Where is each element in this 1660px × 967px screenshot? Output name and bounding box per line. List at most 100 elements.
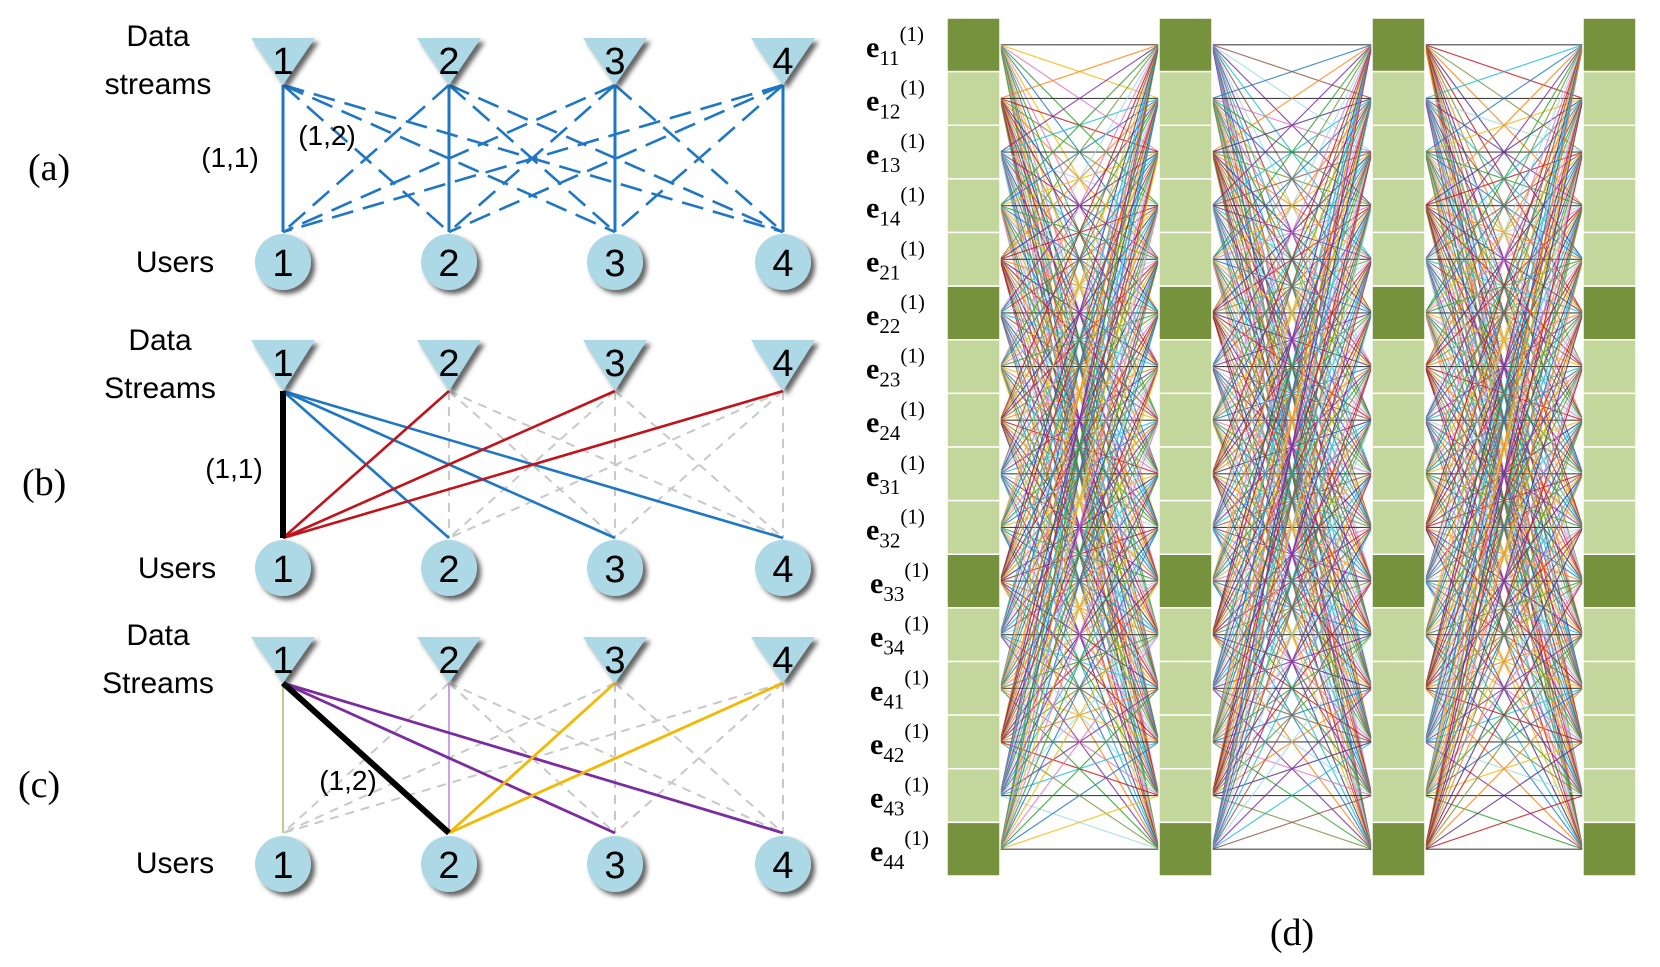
panel-d-layer-4-cell-5 <box>1582 231 1637 287</box>
panel-b-stream-number-3: 3 <box>604 343 625 385</box>
panel-d-layers <box>946 17 1637 877</box>
panel-a-user-number-3: 3 <box>604 243 625 285</box>
panel-b-stream-label-line1: Data <box>128 324 192 357</box>
panel-d-layer-2-cell-15 <box>1158 768 1213 824</box>
panel-d-layer-3-cell-10 <box>1371 499 1426 555</box>
panel-d-mesh-edge <box>1424 473 1584 850</box>
panel-d-layer-3-cell-5 <box>1371 231 1426 287</box>
panel-d-node-label-14: e14(1) <box>866 183 925 231</box>
panel-d-mesh-edge <box>999 44 1160 475</box>
panel-c-stream-node-4 <box>751 637 815 683</box>
panel-d-layer-3-cell-11 <box>1371 553 1426 609</box>
panel-d-layer-4-cell-7 <box>1582 339 1637 395</box>
panel-d-mesh-edge <box>999 44 1160 367</box>
panel-c-edge-4-2 <box>448 681 784 835</box>
panel-d-mesh-edge <box>1211 44 1373 475</box>
panel-d-mesh-edge <box>999 44 1160 314</box>
panel-d-layer-3-cell-4 <box>1371 178 1426 234</box>
panel-d-mesh-edge <box>999 44 1160 582</box>
panel-d-mesh-edge <box>999 580 1160 850</box>
panel-d-mesh-edge <box>999 98 1160 850</box>
panel-b-user-node-4 <box>755 540 811 596</box>
panel-c-stream-node-3 <box>583 637 647 683</box>
panel-b-edges <box>280 389 784 540</box>
panel-d-mesh-edge <box>1211 44 1373 689</box>
panel-d-layer-1-cell-13 <box>946 660 1001 716</box>
panel-d-mesh-edge <box>1211 44 1373 796</box>
panel-d-mesh-edge <box>999 44 1160 153</box>
panel-d-mesh-edge <box>1424 44 1584 850</box>
panel-d-mesh-edge <box>1424 44 1584 689</box>
panel-d-mesh-edge <box>1211 44 1373 850</box>
panel-d-node-label-43: e43(1) <box>870 773 929 821</box>
panel-d-layer-1-cell-15 <box>946 768 1001 824</box>
panel-d-layer-3-cell-8 <box>1371 392 1426 448</box>
panel-d-mesh-edge <box>1211 44 1373 207</box>
panel-b-user-node-1 <box>255 540 311 596</box>
panel-b-stream-number-1: 1 <box>272 343 293 385</box>
panel-a-stream-number-4: 4 <box>772 41 793 83</box>
panel-d-layer-1-cell-5 <box>946 231 1001 287</box>
panel-d-mesh-edge <box>1424 44 1584 582</box>
panel-d-layer-4-cell-10 <box>1582 499 1637 555</box>
panel-d-mesh-edge <box>999 44 1160 796</box>
panel-d-mesh-edge <box>1424 794 1584 850</box>
panel-d-mesh-edge <box>1424 44 1584 314</box>
panel-d-mesh-edge <box>1211 259 1373 850</box>
panel-d-layer-2-cell-3 <box>1158 124 1213 180</box>
panel-d-mesh-edge <box>1211 527 1373 850</box>
panel-c-user-number-2: 2 <box>438 845 459 887</box>
panel-d-mesh <box>999 44 1584 850</box>
panel-c-edge-1-2 <box>280 680 452 836</box>
panel-d-mesh-edge <box>999 44 1160 100</box>
panel-d-mesh-edge <box>1211 794 1373 850</box>
panel-d-node-label-33: e33(1) <box>870 558 929 606</box>
panel-b-edge-4-3 <box>614 390 784 539</box>
panel-d-mesh-edge <box>1424 44 1584 796</box>
panel-d-mesh-edge <box>1424 527 1584 850</box>
panel-c-user-number-4: 4 <box>772 845 793 887</box>
panel-c-user-number-1: 1 <box>272 845 293 887</box>
panel-d-mesh-edge <box>1424 741 1584 850</box>
panel-d-mesh-edge <box>1424 419 1584 850</box>
panel-d-layer-2-cell-5 <box>1158 231 1213 287</box>
panel-d-mesh-edge <box>999 44 1160 528</box>
panel-d-mesh-edge <box>999 312 1160 850</box>
panel-d-mesh-edge <box>999 634 1160 850</box>
panel-d-layer-4-cell-8 <box>1582 392 1637 448</box>
panel-d-mesh-edge <box>999 151 1160 850</box>
panel-d-node-label-13: e13(1) <box>866 129 925 177</box>
panel-a-stream-node-1 <box>251 38 315 85</box>
panel-d-mesh-edge <box>999 44 1160 689</box>
panel-d-layer-3-cell-7 <box>1371 339 1426 395</box>
panel-d-node-label-12: e12(1) <box>866 75 925 123</box>
panel-d-mesh-edge <box>999 44 1160 421</box>
panel-d-layer-2-cell-12 <box>1158 607 1213 663</box>
panel-b-tag: (b) <box>22 462 66 504</box>
panel-d-mesh-edge <box>999 205 1160 850</box>
panel-b-edge-3-2 <box>448 390 616 539</box>
panel-b-user-number-1: 1 <box>272 549 293 591</box>
panel-d-layer-3-cell-13 <box>1371 660 1426 716</box>
panel-d-layer-3-cell-2 <box>1371 70 1426 126</box>
panel-d-mesh-edge <box>1211 205 1373 850</box>
panel-b-stream-label-line2: Streams <box>104 372 216 405</box>
panel-d-mesh-edge <box>1424 205 1584 850</box>
panel-b-stream-number-4: 4 <box>772 343 793 385</box>
panel-a-stream-number-2: 2 <box>438 41 459 83</box>
panel-c-user-number-3: 3 <box>604 845 625 887</box>
panel-d-layer-4-cell-12 <box>1582 607 1637 663</box>
panel-d-layer-1-cell-9 <box>946 446 1001 502</box>
panel-d-layer-4-cell-11 <box>1582 553 1637 609</box>
panel-a-edge-2-4 <box>448 83 784 234</box>
panel-d-mesh-edge <box>999 44 1160 850</box>
panel-d-mesh-edge <box>1424 580 1584 850</box>
panel-c-edge-2-3 <box>448 682 616 834</box>
panel-a-user-node-3 <box>587 234 643 290</box>
panel-d-layer-1-cell-10 <box>946 499 1001 555</box>
